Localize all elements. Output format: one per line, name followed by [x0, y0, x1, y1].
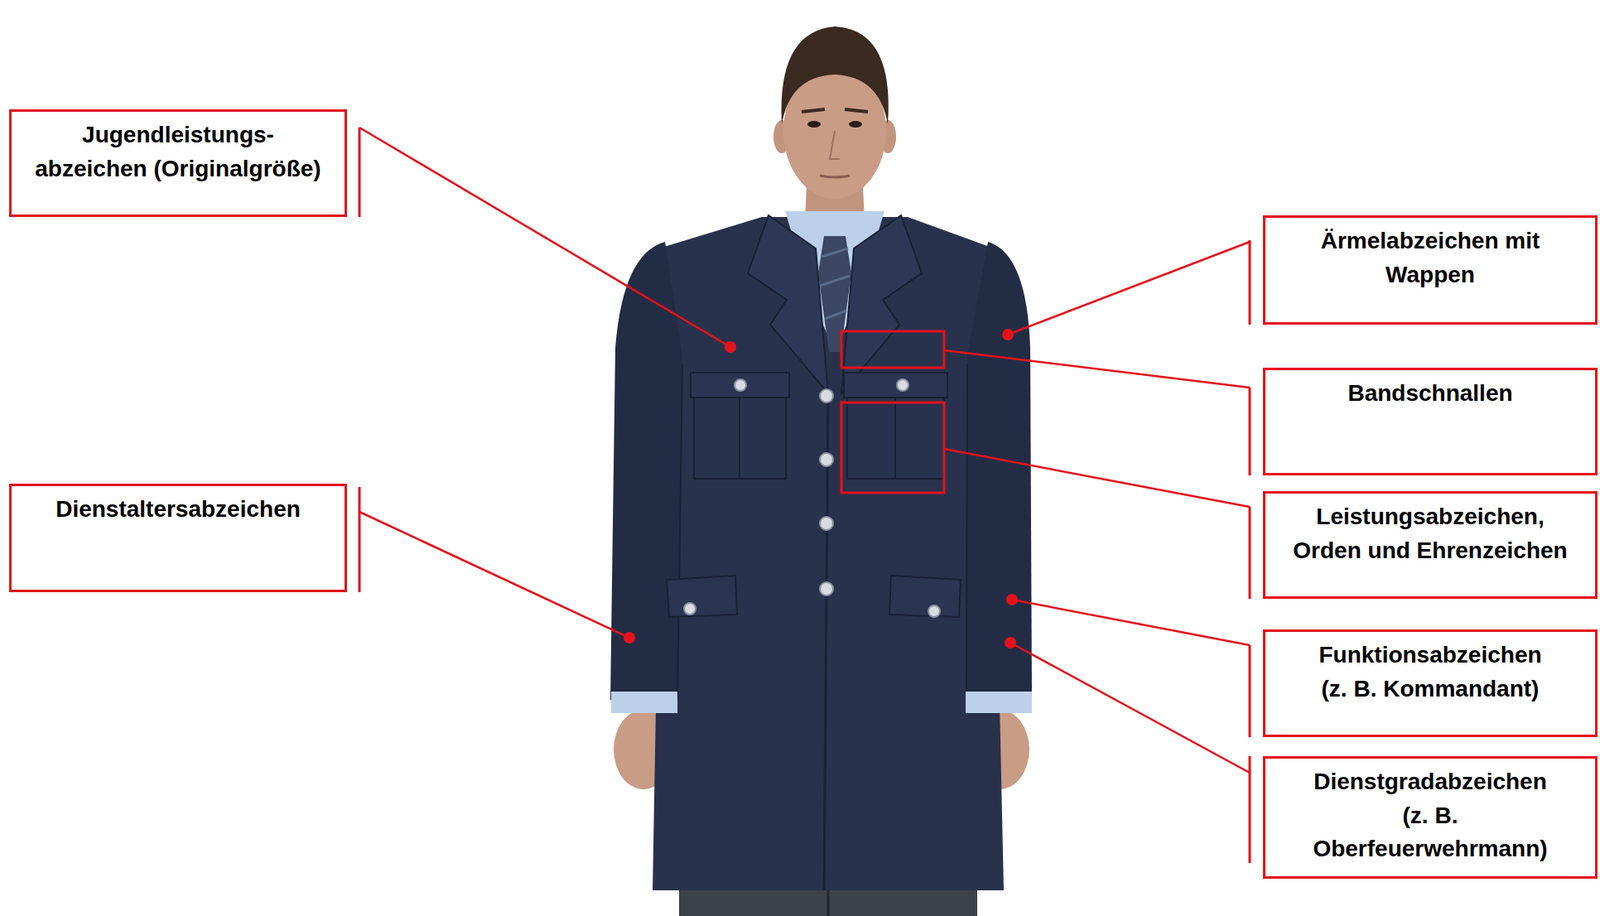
tie-stripe [824, 310, 847, 319]
callout-text: Dienstaltersabzeichen [28, 492, 328, 527]
leader-lines [359, 127, 1250, 773]
callout-box: Funktionsabzeichen (z. B. Kommandant) [1262, 629, 1598, 738]
callout-text: Funktionsabzeichen (z. B. Kommandant) [1310, 638, 1551, 706]
eye [807, 120, 821, 128]
pocket-pleat [894, 397, 897, 479]
callout-text: Ärmelabzeichen mit Wappen [1287, 224, 1574, 292]
pocket-flap [690, 372, 790, 398]
leader-bars [359, 127, 1250, 863]
pocket-flap [666, 575, 738, 617]
callout-box: Bandschnallen [1262, 367, 1598, 476]
callout-box: Ärmelabzeichen mit Wappen [1262, 215, 1598, 325]
callout-box: Jugendleistungs- abzeichen (Originalgröß… [9, 109, 347, 217]
marker-frames [841, 331, 945, 493]
tie-stripe [821, 248, 849, 257]
sleeve-seam [677, 364, 683, 700]
jacket-sleeve [965, 241, 1032, 703]
callout-box: Dienstgradabzeichen (z. B. Oberfeuerwehr… [1262, 756, 1598, 879]
mouth [819, 175, 850, 178]
callout-text: Bandschnallen [1287, 376, 1574, 411]
jacket-body [652, 216, 1004, 891]
pocket-pleat [738, 397, 741, 479]
shirt-cuff [965, 691, 1032, 714]
leader-dots [623, 328, 1018, 649]
callout-box: Dienstaltersabzeichen [9, 483, 347, 593]
eye [848, 120, 863, 128]
pocket-flap [889, 575, 961, 617]
jacket-opening [824, 393, 829, 891]
callout-text: Dienstgradabzeichen (z. B. Oberfeuerwehr… [1304, 765, 1557, 867]
callout-box: Leistungsabzeichen, Orden und Ehrenzeich… [1262, 491, 1598, 599]
buttons [684, 379, 940, 617]
shirt-cuff [611, 691, 678, 714]
callout-text: Leistungsabzeichen, Orden und Ehrenzeich… [1287, 500, 1574, 568]
tie-stripe [819, 275, 850, 286]
callout-text: Jugendleistungs- abzeichen (Originalgröß… [28, 118, 328, 186]
nose [829, 130, 840, 160]
hair [781, 26, 889, 125]
eyebrows [801, 109, 868, 112]
lapel [747, 215, 829, 394]
pocket-flap [843, 372, 948, 398]
sleeve-seam [966, 364, 968, 700]
